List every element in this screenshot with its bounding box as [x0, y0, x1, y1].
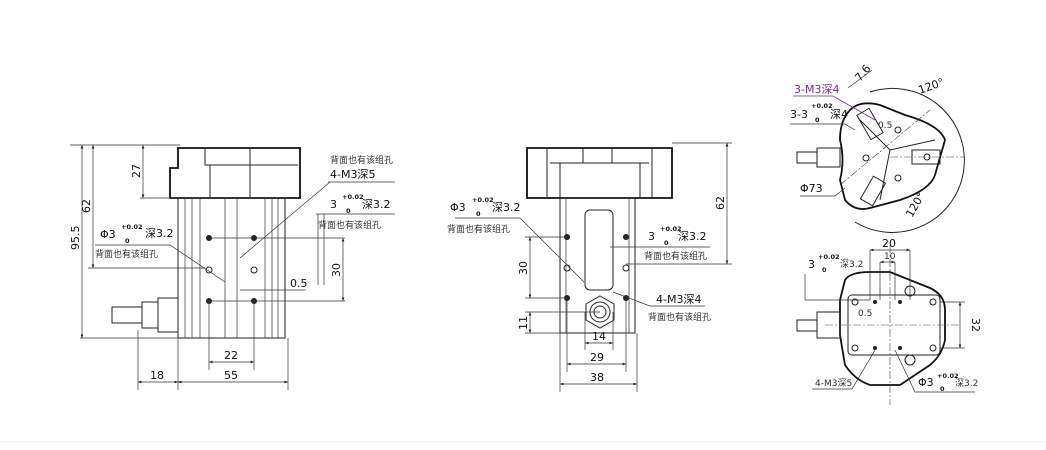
front-body [559, 197, 636, 334]
pin-dia: Φ3 [918, 376, 934, 389]
tol-lower: 0 [822, 266, 827, 274]
back-note: 背面也有该组孔 [95, 248, 158, 260]
pin-depth: 深3.2 [362, 198, 391, 211]
pin-dia: 3 [648, 230, 655, 243]
pin-depth: 深3.2 [678, 230, 707, 243]
dim-0-5: 0.5 [290, 277, 308, 290]
front-slot [584, 209, 614, 291]
pin-depth: 深3.2 [145, 227, 174, 240]
top-view: 3-M3深4 3-3 +0.02 0 深4 7.6 120° 120° Φ73 … [790, 62, 965, 233]
angle-120-bottom: 120° [903, 190, 928, 219]
back-note: 背面也有该组孔 [447, 223, 510, 235]
tol-lower: 0 [346, 207, 351, 215]
dim-30: 30 [330, 263, 343, 277]
tapped-hole-label: 4-M3深4 [656, 293, 701, 306]
top-ribs [859, 119, 936, 201]
dim-95-5: 95.5 [69, 226, 82, 251]
front-view: 62 30 11 14 29 38 Φ3 +0.02 0 深3.2 背面也有该组… [447, 142, 732, 392]
pin-depth: 深3.2 [955, 378, 978, 389]
dim-7-6: 7.6 [852, 62, 873, 84]
dim-32: 32 [969, 318, 982, 332]
tol-lower: 0 [664, 239, 669, 247]
dim-22: 22 [224, 349, 238, 362]
dim-27: 27 [130, 164, 143, 178]
front-holes [563, 234, 630, 301]
tol-upper: +0.02 [811, 102, 832, 110]
bottom-holes [851, 285, 937, 366]
tol-upper: +0.02 [342, 193, 363, 201]
tol-lower: 0 [476, 210, 481, 218]
dim-18: 18 [150, 369, 164, 382]
side-cap-detail [204, 148, 298, 198]
dim-30: 30 [517, 261, 530, 275]
pin-dia: Φ3 [450, 201, 466, 214]
tol-lower: 0 [125, 237, 130, 245]
dim-55: 55 [224, 369, 238, 382]
side-holes [205, 235, 258, 304]
dim-11: 11 [517, 316, 530, 330]
tol-lower: 0 [815, 116, 820, 124]
tapped-hole-label: 4-M3深5 [815, 378, 852, 389]
side-cable [111, 297, 179, 333]
pin-dia: Φ3 [100, 228, 116, 241]
tol-upper: +0.02 [937, 372, 958, 380]
front-cap [526, 147, 673, 199]
pin-depth: 深4 [830, 108, 848, 121]
top-body [839, 102, 946, 210]
dim-0-5: 0.5 [878, 121, 892, 131]
dim-10: 10 [884, 252, 896, 262]
tapped-hole-label: 4-M3深5 [330, 168, 375, 181]
tol-upper: +0.02 [472, 196, 493, 204]
phi73-arc [854, 87, 965, 233]
dim-62: 62 [714, 196, 727, 210]
tol-upper: +0.02 [818, 253, 839, 261]
dim-29: 29 [590, 351, 604, 364]
tapped-hole-label: 3-M3深4 [794, 83, 839, 96]
bottom-view: 20 10 32 0.5 3 +0.02 0 深3.2 4-M3深5 Φ3 +0… [796, 237, 982, 405]
side-view: 95.5 62 27 30 0.5 22 55 18 背面也有该组孔 4-M3深… [69, 144, 395, 390]
dim-14: 14 [592, 330, 606, 343]
angle-120-top: 120° [917, 76, 946, 97]
side-cap [169, 147, 301, 199]
back-note: 背面也有该组孔 [648, 311, 711, 323]
pin-dia: 3 [808, 258, 815, 271]
dim-20: 20 [882, 237, 896, 250]
pin-dia: 3-3 [790, 108, 808, 121]
dim-38: 38 [590, 371, 604, 384]
front-cap-detail [546, 148, 653, 198]
back-note: 背面也有该组孔 [318, 219, 381, 231]
dim-phi73: Φ73 [800, 182, 823, 195]
pin-depth: 深3.2 [492, 201, 521, 214]
dim-0-5: 0.5 [858, 309, 872, 319]
pin-depth: 深3.2 [840, 259, 863, 270]
back-note: 背面也有该组孔 [644, 250, 707, 262]
dim-62: 62 [80, 199, 93, 213]
tol-upper: +0.02 [121, 223, 142, 231]
tol-lower: 0 [940, 385, 945, 393]
back-note: 背面也有该组孔 [330, 154, 393, 166]
pin-dia: 3 [330, 198, 337, 211]
tol-upper: +0.02 [660, 225, 681, 233]
bottom-body [839, 271, 946, 386]
